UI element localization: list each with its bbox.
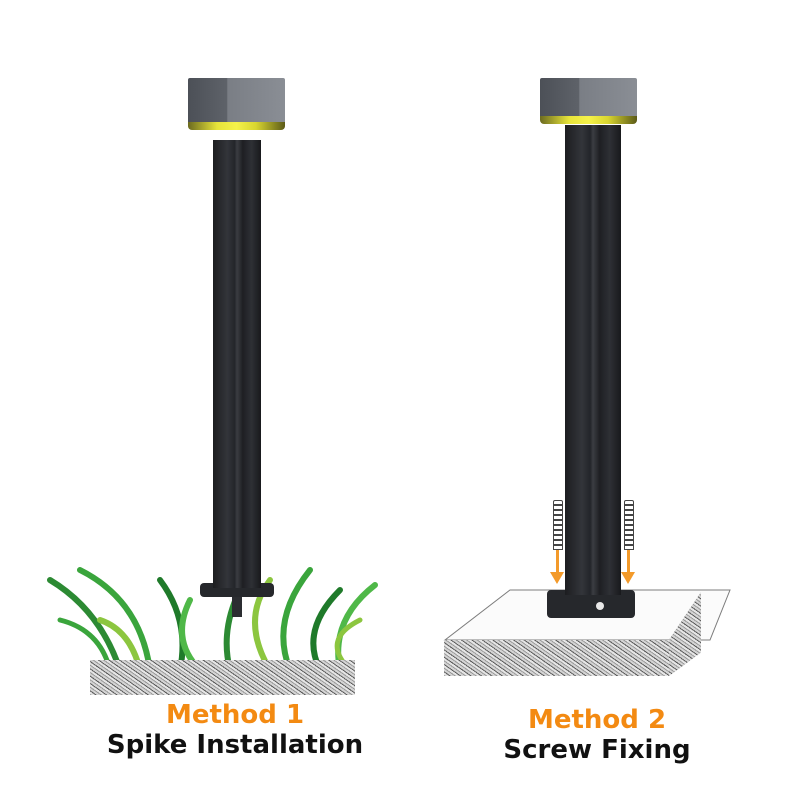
screw-icon [553,500,563,550]
method-1-panel: Method 1 Spike Installation [47,78,378,760]
pole-body [565,125,621,595]
method-subtitle: Spike Installation [106,730,364,760]
screw-icon [624,500,634,550]
light-glow [188,122,285,130]
method-subtitle: Screw Fixing [503,735,691,765]
light-glow [540,116,637,124]
arrow-down-icon [621,572,635,584]
grass-icon [47,567,378,670]
arrow-down-icon [627,550,630,574]
pole-body [213,140,261,588]
soil-layer [90,660,355,695]
arrow-down-icon [550,572,564,584]
ground-spike [232,597,242,617]
method-title: Method 1 [165,700,305,730]
slab-front [444,640,669,676]
light-head [188,78,285,124]
arrow-down-icon [556,550,559,574]
method-title: Method 2 [527,705,667,735]
method-2-panel: Method 2 Screw Fixing [400,0,800,800]
base-bolt-hole [596,602,604,610]
light-head [540,78,637,118]
